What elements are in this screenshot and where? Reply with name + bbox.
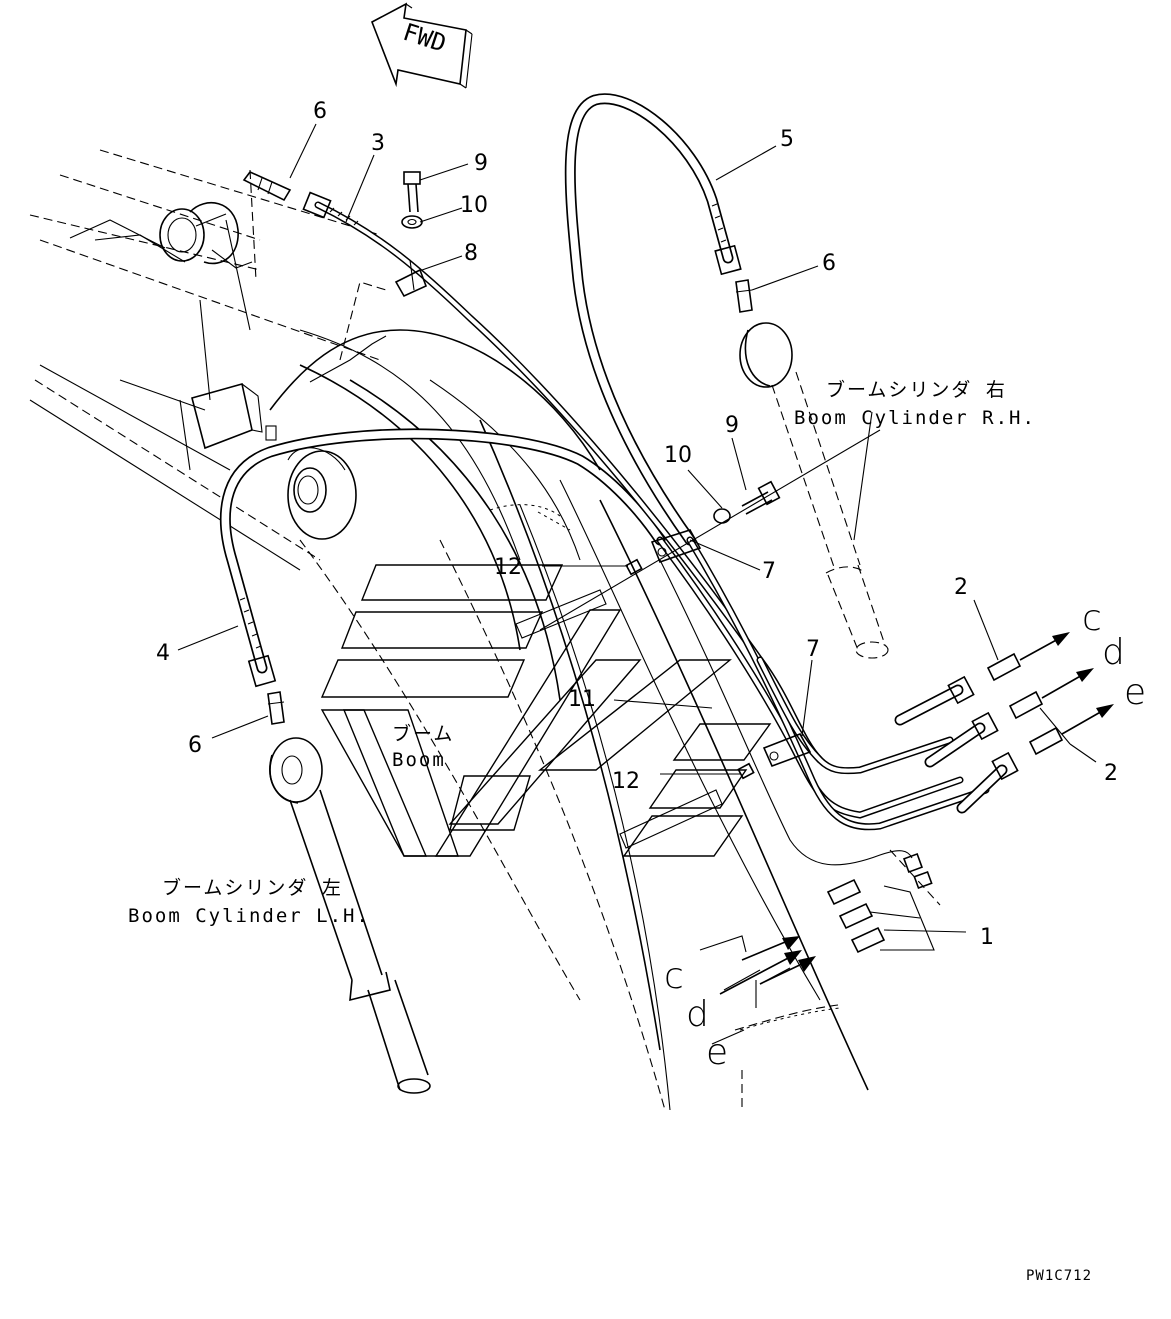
letter-e-right: e xyxy=(1124,672,1146,713)
callout-4: 4 xyxy=(156,641,170,666)
connection-arrows-lower xyxy=(699,935,816,1045)
callout-8: 8 xyxy=(464,241,478,266)
callout-3: 3 xyxy=(371,131,385,156)
callout-6-lower-left: 6 xyxy=(188,733,202,758)
connection-arrows-right xyxy=(1019,632,1114,735)
callout-7-upper: 7 xyxy=(762,559,776,584)
letter-c-right: c xyxy=(1082,598,1102,639)
caption-rh-jp: ブームシリンダ 右 xyxy=(826,378,1007,401)
callout-11: 11 xyxy=(568,687,596,712)
boom-structure xyxy=(29,149,869,1111)
callout-labels: 6 3 9 10 8 5 6 9 10 7 7 12 11 12 4 6 2 2… xyxy=(156,99,1118,950)
fwd-label: FWD xyxy=(400,18,450,58)
callout-5: 5 xyxy=(780,127,794,152)
letter-d-lower: d xyxy=(686,994,709,1035)
callout-7-lower: 7 xyxy=(806,637,820,662)
connection-letters: c d e c d e xyxy=(664,598,1146,1073)
callout-10-top: 10 xyxy=(460,193,488,218)
callout-10-middle: 10 xyxy=(664,443,692,468)
wire-harness xyxy=(269,329,933,890)
caption-boom-en: Boom xyxy=(392,749,446,771)
callout-12-lower: 12 xyxy=(612,769,640,794)
leader-lines xyxy=(177,123,1097,951)
drawing-code: PW1C712 xyxy=(1026,1268,1092,1284)
watermark-shapes xyxy=(320,564,772,857)
hose-4 xyxy=(219,428,666,688)
clamps-and-fittings xyxy=(242,171,1064,954)
boom-cylinder-rh xyxy=(739,322,941,906)
fwd-arrow-icon: FWD xyxy=(370,2,473,89)
letter-d-right: d xyxy=(1102,632,1125,673)
letter-e-lower: e xyxy=(706,1032,728,1073)
caption-boom-jp: ブーム xyxy=(392,722,454,745)
caption-lh-en: Boom Cylinder L.H. xyxy=(128,905,370,927)
callout-12-upper: 12 xyxy=(494,555,522,580)
captions: ブームシリンダ 右 Boom Cylinder R.H. ブーム Boom ブー… xyxy=(128,378,1036,927)
callout-2-upper: 2 xyxy=(954,575,968,600)
caption-lh-jp: ブームシリンダ 左 xyxy=(162,876,343,899)
callout-2-lower: 2 xyxy=(1104,761,1118,786)
hose-5 xyxy=(564,93,742,546)
caption-rh-en: Boom Cylinder R.H. xyxy=(794,407,1036,429)
callout-1: 1 xyxy=(980,925,994,950)
callout-6-right: 6 xyxy=(822,251,836,276)
boom-cylinder-lh xyxy=(269,737,431,1094)
callout-9-middle: 9 xyxy=(725,413,739,438)
callout-6-top-left: 6 xyxy=(313,99,327,124)
letter-c-lower: c xyxy=(664,956,684,997)
callout-9-top: 9 xyxy=(474,151,488,176)
